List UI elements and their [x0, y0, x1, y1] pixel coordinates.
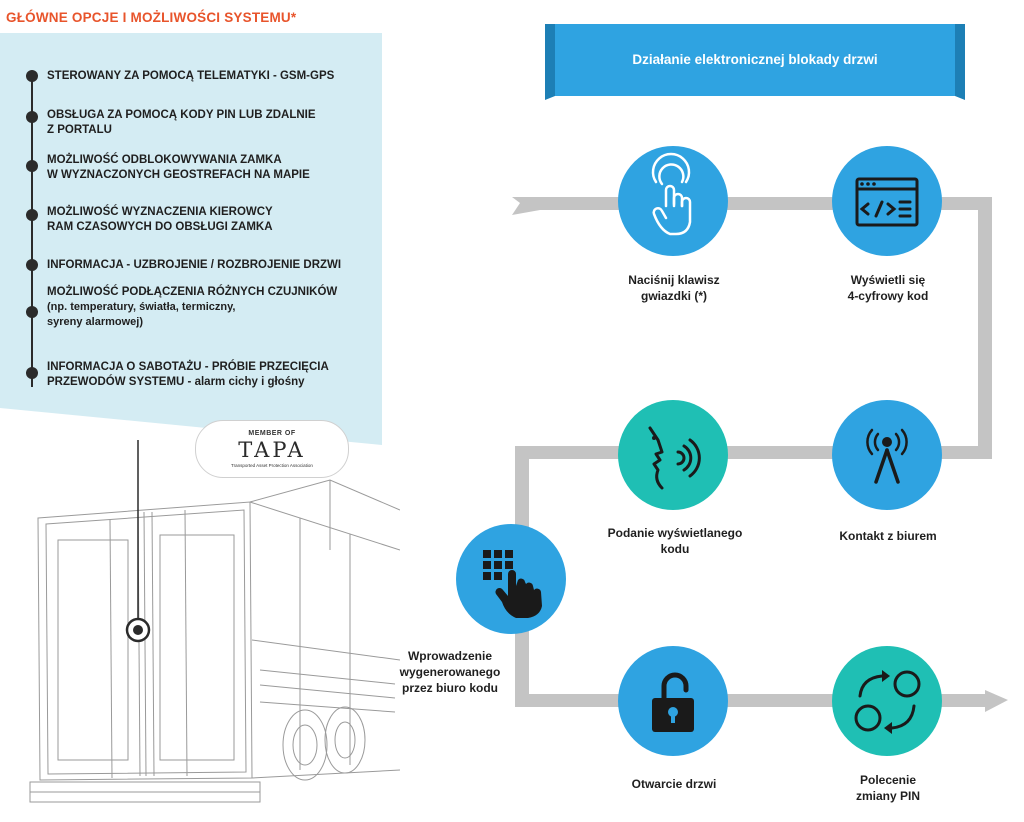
feature-text: INFORMACJA - UZBROJENIE / ROZBROJENIE DR…: [47, 259, 342, 271]
bullet-dot: [26, 306, 38, 318]
banner-shadow: [545, 24, 965, 100]
bullet-dot: [26, 160, 38, 172]
step-circle-press-star: [618, 146, 728, 256]
features-connector-line: [31, 72, 33, 387]
step-circle-give-code: [618, 400, 728, 510]
bullet-dot: [26, 70, 38, 82]
bullet-dot: [26, 111, 38, 123]
touch-finger-icon: [651, 152, 692, 236]
contact-signal-icon: [866, 428, 908, 484]
keypad-hand-icon: [483, 550, 542, 618]
bullet-dot: [26, 209, 38, 221]
tapa-member-badge: MEMBER OF TAPA Transported Asset Protect…: [195, 420, 349, 478]
step-circle-open-door: [618, 646, 728, 756]
step-circle-contact-office: [832, 400, 942, 510]
flow-title: Działanie elektronicznej blokady drzwi: [632, 52, 878, 67]
bullet-dot: [26, 367, 38, 379]
feature-text: INFORMACJA O SABOTAŻU - PRÓBIE PRZECIĘCI…: [47, 361, 329, 388]
truck-trailer-illustration: [29, 440, 400, 803]
speaking-head-icon: [648, 426, 701, 490]
open-padlock-icon: [652, 672, 694, 732]
code-window-icon: [855, 177, 919, 227]
tapa-subtitle: Transported Asset Protection Association: [231, 463, 313, 468]
tapa-member-text: MEMBER OF: [248, 430, 296, 437]
feature-text: OBSŁUGA ZA POMOCĄ KODY PIN LUB ZDALNIE Z…: [47, 109, 316, 136]
bullet-dot: [26, 259, 38, 271]
feature-text: MOŻLIWOŚĆ PODŁĄCZENIA RÓŻNYCH CZUJNIKÓW …: [47, 286, 338, 328]
step-circle-enter-code: [456, 524, 566, 634]
step-label-contact-office: Kontakt z biurem: [839, 529, 937, 543]
feature-text: MOŻLIWOŚĆ ODBLOKOWYWANIA ZAMKA W WYZNACZ…: [47, 154, 310, 181]
step-circle-show-code: [832, 146, 942, 256]
features-panel-background: [0, 0, 382, 445]
features-title: GŁÓWNE OPCJE I MOŻLIWOŚCI SYSTEMU*: [6, 10, 297, 25]
tapa-logo: TAPA: [238, 438, 306, 462]
step-label-open-door: Otwarcie drzwi: [631, 777, 717, 791]
step-circle-change-pin: [832, 646, 942, 756]
flow-title-banner: [555, 24, 955, 96]
feature-text: MOŻLIWOŚĆ WYZNACZENIA KIEROWCY RAM CZASO…: [47, 206, 273, 233]
feature-text: STEROWANY ZA POMOCĄ TELEMATYKI - GSM-GPS: [47, 70, 335, 82]
change-cycle-icon: [854, 670, 921, 734]
